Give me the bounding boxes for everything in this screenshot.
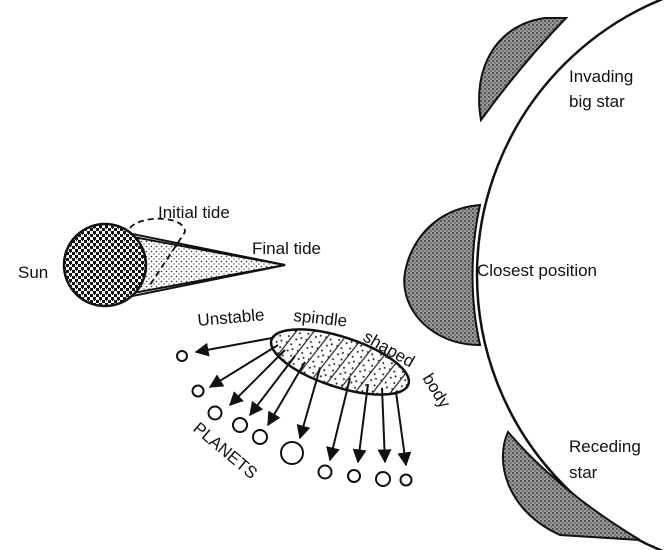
receding-star-label-line1: Receding — [569, 437, 641, 456]
planet — [209, 407, 222, 420]
sun-label: Sun — [18, 263, 48, 282]
planet — [376, 472, 390, 486]
unstable-label: Unstable — [197, 305, 266, 330]
planet — [348, 470, 360, 482]
closest-position-label: Closest position — [477, 261, 597, 280]
arrow-8 — [358, 384, 368, 462]
arrow-7 — [330, 378, 350, 460]
sun — [64, 224, 146, 306]
arrow-10 — [396, 392, 406, 465]
body-label: body — [419, 370, 455, 412]
planet — [401, 475, 412, 486]
planet — [193, 386, 204, 397]
arrow-4 — [250, 356, 295, 415]
receding-star-label-line2: star — [569, 463, 598, 482]
planet — [319, 466, 332, 479]
planet — [177, 351, 187, 361]
planet — [253, 430, 267, 444]
arrow-1 — [196, 338, 272, 352]
spindle-label: spindle — [293, 306, 349, 331]
initial-tide-label: Initial tide — [158, 203, 230, 222]
planets-label: PLANETS — [189, 419, 261, 483]
arrow-9 — [382, 388, 385, 462]
planet — [281, 442, 303, 464]
final-tide-label: Final tide — [252, 239, 321, 258]
invading-star-label-line1: Invading — [569, 67, 633, 86]
closest-position-bulge — [404, 205, 480, 345]
planet — [233, 418, 247, 432]
arrow-5 — [268, 362, 305, 425]
invading-star-label-line2: big star — [569, 92, 625, 111]
